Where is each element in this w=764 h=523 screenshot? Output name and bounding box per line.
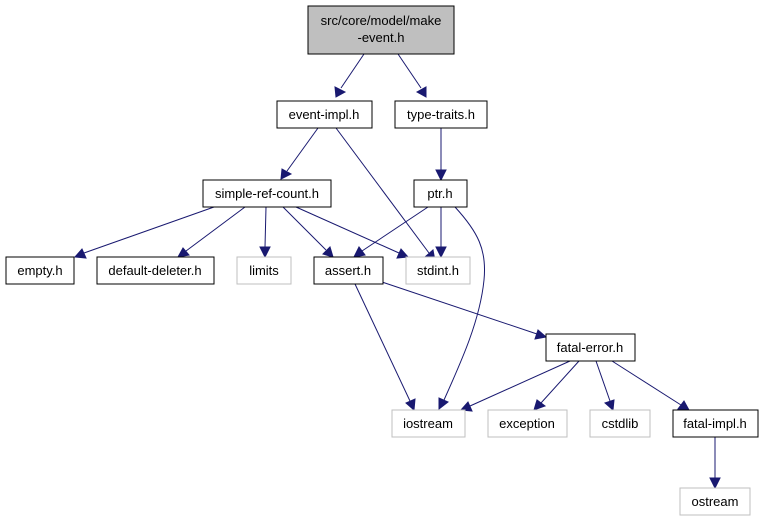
edge-simple-ref-count-to-empty (83, 206, 215, 254)
node-iostream-box (391, 409, 466, 438)
node-cstdlib-box (589, 409, 651, 438)
node-default-deleter[interactable]: default-deleter.h (96, 256, 215, 285)
arrow-assert-to-fatal-error (534, 329, 548, 340)
edge-root-to-event-impl (340, 53, 365, 89)
node-type-traits[interactable]: type-traits.h (394, 100, 488, 129)
arrow-simple-ref-count-to-stdint (396, 248, 410, 259)
node-simple-ref-count-box (202, 179, 332, 208)
node-simple-ref-count[interactable]: simple-ref-count.h (202, 179, 332, 208)
arrow-simple-ref-count-to-empty (73, 248, 87, 259)
node-fatal-impl-label: fatal-impl.h (683, 416, 747, 431)
arrow-simple-ref-count-to-assert (322, 246, 334, 258)
edge-assert-to-iostream (354, 283, 411, 402)
edge-ptr-to-iostream (443, 206, 486, 401)
arrow-ptr-to-assert (353, 246, 366, 258)
node-type-traits-label: type-traits.h (407, 107, 475, 122)
node-ptr-label: ptr.h (427, 186, 452, 201)
edge-event-impl-to-stdint (335, 127, 430, 254)
node-ostream[interactable]: ostream (679, 487, 751, 516)
arrow-simple-ref-count-to-default-deleter (177, 247, 190, 258)
node-ostream-box (679, 487, 751, 516)
node-iostream-label: iostream (403, 416, 453, 431)
node-default-deleter-label: default-deleter.h (108, 263, 201, 278)
node-stdint-label: stdint.h (417, 263, 459, 278)
node-stdint-box (405, 256, 471, 285)
node-ostream-label: ostream (692, 494, 739, 509)
node-iostream[interactable]: iostream (391, 409, 466, 438)
edge-ptr-to-assert (361, 206, 429, 252)
node-event-impl-box (276, 100, 373, 129)
arrow-event-impl-to-simple-ref-count (280, 168, 293, 180)
node-event-impl-label: event-impl.h (289, 107, 360, 122)
edge-root-to-type-traits (397, 53, 422, 89)
node-exception-box (487, 409, 568, 438)
edge-simple-ref-count-to-stdint (295, 206, 400, 254)
edge-simple-ref-count-to-limits (264, 206, 267, 248)
node-fatal-error[interactable]: fatal-error.h (545, 333, 636, 362)
nodes-layer: src/core/model/make -event.h event-impl.… (5, 5, 759, 516)
node-root-label-line1: src/core/model/make (321, 13, 442, 28)
node-simple-ref-count-label: simple-ref-count.h (215, 186, 319, 201)
edge-fatal-error-to-exception (540, 360, 580, 404)
node-empty-box (5, 256, 75, 285)
arrow-fatal-error-to-cstdlib (604, 399, 615, 412)
arrow-root-to-event-impl (334, 86, 347, 98)
edge-fatal-error-to-iostream (469, 360, 571, 407)
arrow-fatal-impl-to-ostream (709, 477, 721, 490)
node-assert-label: assert.h (325, 263, 371, 278)
node-limits-label: limits (249, 263, 279, 278)
arrow-assert-to-iostream (405, 398, 416, 412)
arrow-fatal-error-to-iostream (459, 401, 473, 412)
arrow-simple-ref-count-to-limits (259, 246, 271, 259)
node-empty-label: empty.h (17, 263, 62, 278)
node-limits-box (236, 256, 292, 285)
node-event-impl[interactable]: event-impl.h (276, 100, 373, 129)
node-empty[interactable]: empty.h (5, 256, 75, 285)
edges-layer (73, 53, 721, 490)
node-default-deleter-box (96, 256, 215, 285)
node-fatal-error-box (545, 333, 636, 362)
node-root-label-line2: -event.h (358, 30, 405, 45)
edge-fatal-error-to-fatal-impl (611, 360, 682, 406)
node-exception[interactable]: exception (487, 409, 568, 438)
arrow-root-to-type-traits (415, 86, 427, 98)
node-fatal-error-label: fatal-error.h (557, 340, 623, 355)
edge-simple-ref-count-to-assert (282, 206, 327, 251)
arrow-ptr-to-stdint (435, 246, 447, 259)
node-fatal-impl-box (672, 409, 759, 438)
arrow-fatal-error-to-fatal-impl (677, 400, 690, 411)
node-limits[interactable]: limits (236, 256, 292, 285)
node-stdint[interactable]: stdint.h (405, 256, 471, 285)
arrow-type-traits-to-ptr (435, 169, 447, 182)
edge-fatal-error-to-cstdlib (595, 360, 611, 402)
node-exception-label: exception (499, 416, 555, 431)
edge-assert-to-fatal-error (381, 281, 538, 335)
node-cstdlib-label: cstdlib (602, 416, 639, 431)
arrow-fatal-error-to-exception (533, 399, 547, 411)
node-assert-box (313, 256, 384, 285)
node-root-box (307, 5, 455, 55)
edge-event-impl-to-simple-ref-count (286, 127, 319, 172)
edge-simple-ref-count-to-default-deleter (185, 206, 246, 252)
arrow-ptr-to-iostream (438, 397, 449, 411)
node-ptr[interactable]: ptr.h (413, 179, 468, 208)
node-fatal-impl[interactable]: fatal-impl.h (672, 409, 759, 438)
node-root[interactable]: src/core/model/make -event.h (307, 5, 455, 55)
node-type-traits-box (394, 100, 488, 129)
node-ptr-box (413, 179, 468, 208)
node-cstdlib[interactable]: cstdlib (589, 409, 651, 438)
node-assert[interactable]: assert.h (313, 256, 384, 285)
